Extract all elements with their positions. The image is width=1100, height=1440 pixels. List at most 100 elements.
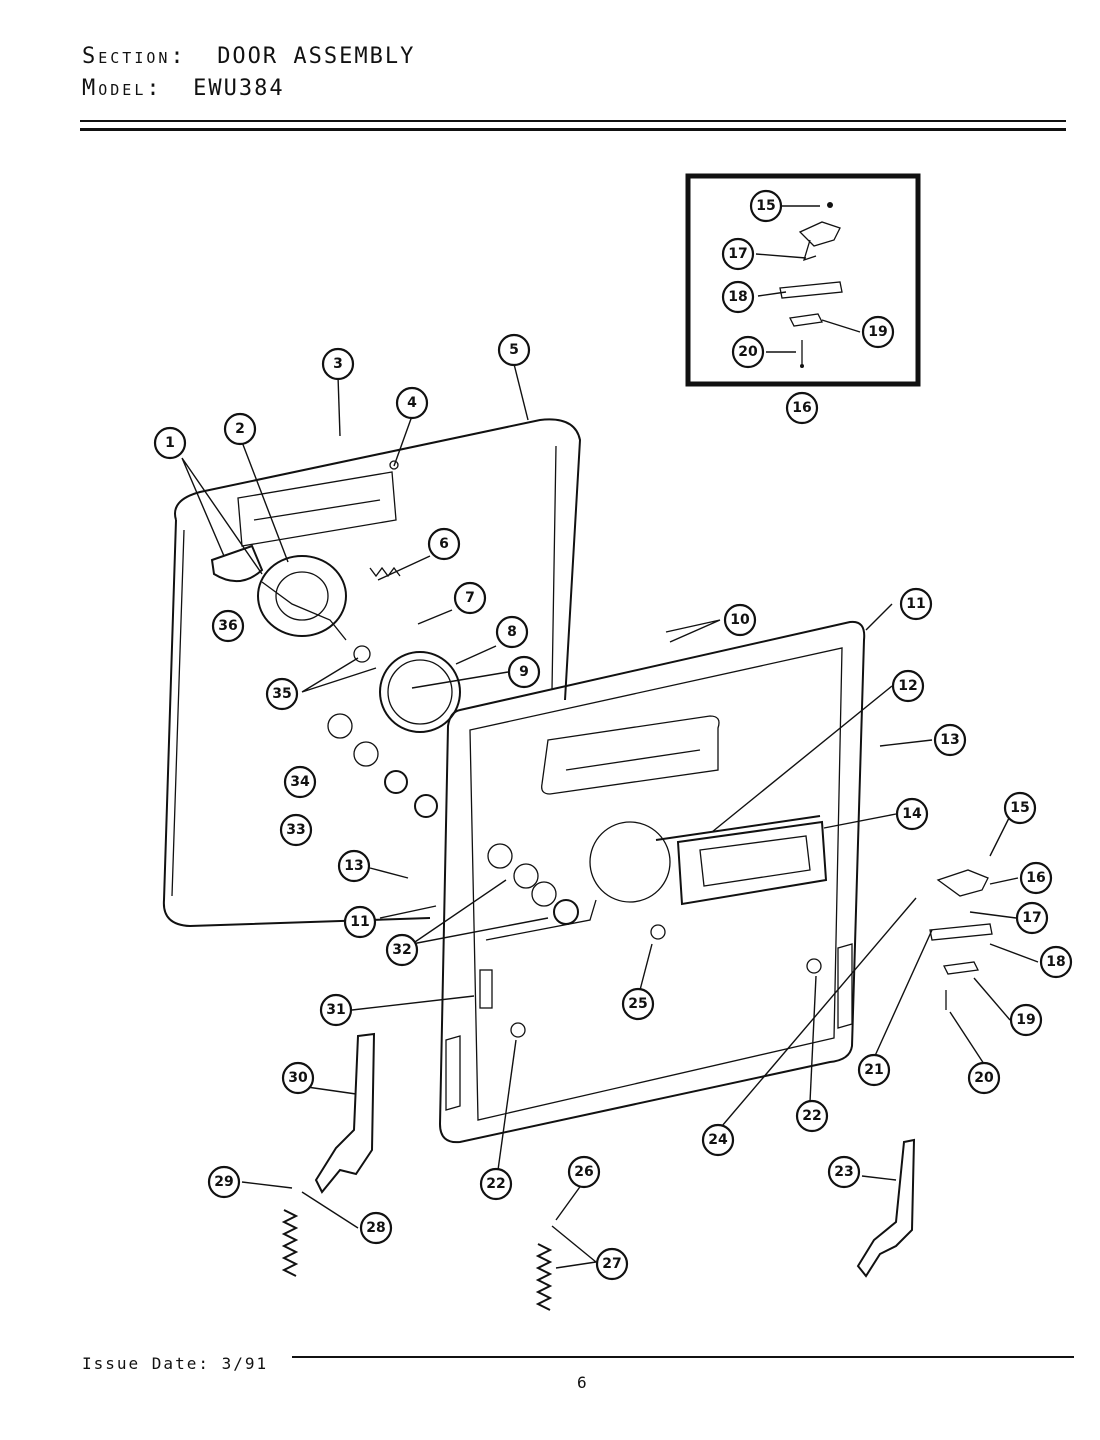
footer-rule xyxy=(292,1356,1074,1358)
callout-23: 23 xyxy=(827,1155,861,1189)
svg-text:15: 15 xyxy=(756,198,775,214)
svg-text:17: 17 xyxy=(1022,910,1041,926)
hinge-right xyxy=(856,1138,916,1278)
callout-4: 4 xyxy=(395,386,429,420)
svg-text:26: 26 xyxy=(574,1164,593,1180)
callout-18: 18 xyxy=(1039,945,1073,979)
callout-6: 6 xyxy=(427,527,461,561)
callout-10: 10 xyxy=(723,603,757,637)
svg-text:27: 27 xyxy=(602,1256,621,1272)
svg-text:36: 36 xyxy=(218,618,237,634)
callout-35: 35 xyxy=(265,677,299,711)
callout-12: 12 xyxy=(891,669,925,703)
hinge-left xyxy=(314,1032,376,1194)
svg-text:6: 6 xyxy=(439,536,449,552)
model-value: EWU384 xyxy=(193,76,285,101)
svg-text:13: 13 xyxy=(344,858,363,874)
callout-9: 9 xyxy=(507,655,541,689)
callout-30: 30 xyxy=(281,1061,315,1095)
callout-5: 5 xyxy=(497,333,531,367)
callout-22-left: 22 xyxy=(479,1167,513,1201)
svg-text:11: 11 xyxy=(350,914,369,930)
svg-text:12: 12 xyxy=(898,678,917,694)
callout-16-inset: 16 xyxy=(785,391,819,425)
model-label: Model: xyxy=(82,76,163,101)
callout-13-right: 13 xyxy=(933,723,967,757)
svg-text:8: 8 xyxy=(507,624,517,640)
callout-15-inset: 15 xyxy=(749,189,783,223)
svg-text:25: 25 xyxy=(628,996,647,1012)
callout-15: 15 xyxy=(1003,791,1037,825)
spring-right xyxy=(535,1243,553,1311)
svg-text:2: 2 xyxy=(235,421,245,437)
latch-parts-right xyxy=(929,869,993,1010)
callout-17-inset: 17 xyxy=(721,237,755,271)
callout-26: 26 xyxy=(567,1155,601,1189)
callout-7: 7 xyxy=(453,581,487,615)
svg-text:20: 20 xyxy=(974,1070,994,1086)
svg-text:21: 21 xyxy=(864,1062,883,1078)
callout-20-inset: 20 xyxy=(731,335,765,369)
callout-36: 36 xyxy=(211,609,245,643)
callout-22-right: 22 xyxy=(795,1099,829,1133)
svg-text:15: 15 xyxy=(1010,800,1029,816)
svg-text:34: 34 xyxy=(290,774,310,790)
svg-text:11: 11 xyxy=(906,596,925,612)
svg-text:22: 22 xyxy=(486,1176,505,1192)
callout-11-right: 11 xyxy=(899,587,933,621)
callout-21: 21 xyxy=(857,1053,891,1087)
callout-14: 14 xyxy=(895,797,929,831)
callout-31: 31 xyxy=(319,993,353,1027)
svg-text:14: 14 xyxy=(902,806,922,822)
svg-text:28: 28 xyxy=(366,1220,385,1236)
callout-8: 8 xyxy=(495,615,529,649)
callout-17: 17 xyxy=(1015,901,1049,935)
svg-text:3: 3 xyxy=(333,356,343,372)
inset-box xyxy=(685,173,921,387)
callout-16: 16 xyxy=(1019,861,1053,895)
callout-29: 29 xyxy=(207,1165,241,1199)
svg-text:29: 29 xyxy=(214,1174,233,1190)
callout-20: 20 xyxy=(967,1061,1001,1095)
callout-13-left: 13 xyxy=(337,849,371,883)
svg-text:23: 23 xyxy=(834,1164,853,1180)
svg-text:18: 18 xyxy=(728,289,747,305)
svg-text:20: 20 xyxy=(738,344,758,360)
callout-19-inset: 19 xyxy=(861,315,895,349)
svg-text:5: 5 xyxy=(509,342,519,358)
callout-3: 3 xyxy=(321,347,355,381)
outer-door-panel xyxy=(162,418,582,928)
svg-text:22: 22 xyxy=(802,1108,821,1124)
callout-33: 33 xyxy=(279,813,313,847)
svg-text:24: 24 xyxy=(708,1132,728,1148)
issue-date: Issue Date: 3/91 xyxy=(82,1354,269,1373)
callout-28: 28 xyxy=(359,1211,393,1245)
svg-text:31: 31 xyxy=(326,1002,345,1018)
inner-door-panel xyxy=(438,620,866,1144)
svg-text:19: 19 xyxy=(868,324,887,340)
callout-34: 34 xyxy=(283,765,317,799)
callout-32: 32 xyxy=(385,933,419,967)
svg-text:1: 1 xyxy=(165,435,175,451)
callout-19: 19 xyxy=(1009,1003,1043,1037)
callout-25: 25 xyxy=(621,987,655,1021)
callout-1: 1 xyxy=(153,426,187,460)
callout-18-inset: 18 xyxy=(721,280,755,314)
svg-text:30: 30 xyxy=(288,1070,308,1086)
svg-text:13: 13 xyxy=(940,732,959,748)
callout-2: 2 xyxy=(223,412,257,446)
spring-left xyxy=(281,1209,299,1277)
section-header: Section: DOOR ASSEMBLY xyxy=(82,44,415,69)
model-header: Model: EWU384 xyxy=(82,76,285,101)
svg-text:33: 33 xyxy=(286,822,305,838)
svg-text:18: 18 xyxy=(1046,954,1065,970)
svg-text:4: 4 xyxy=(407,395,417,411)
section-value: DOOR ASSEMBLY xyxy=(217,44,416,69)
callout-24: 24 xyxy=(701,1123,735,1157)
svg-text:19: 19 xyxy=(1016,1012,1035,1028)
svg-text:7: 7 xyxy=(465,590,475,606)
svg-text:16: 16 xyxy=(1026,870,1045,886)
callout-27: 27 xyxy=(595,1247,629,1281)
section-label: Section: xyxy=(82,44,187,69)
